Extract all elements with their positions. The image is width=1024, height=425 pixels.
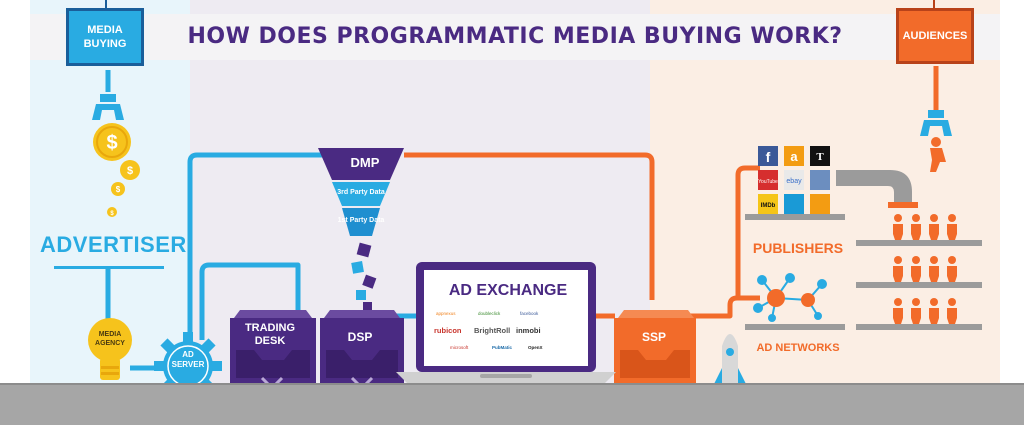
exchange-logo: rubicon — [434, 326, 462, 335]
svg-text:a: a — [790, 149, 798, 164]
publisher-shelf: f a T YouTube ebay IMDb — [745, 146, 845, 220]
svg-text:$: $ — [106, 132, 117, 154]
dsp-tray — [320, 310, 404, 391]
person-icon — [893, 256, 903, 282]
svg-text:f: f — [766, 149, 771, 165]
svg-text:ebay: ebay — [786, 178, 802, 185]
pandora-tile — [784, 194, 804, 214]
person-icon — [947, 214, 957, 240]
exchange-logo: appnexus — [436, 311, 456, 316]
person-icon — [929, 256, 939, 282]
svg-text:IMDb: IMDb — [761, 203, 776, 209]
facebook-tile — [758, 146, 778, 166]
network-shelf — [745, 324, 845, 330]
audiences-tag: AUDIENCES — [896, 8, 974, 64]
advertiser-underline — [54, 266, 164, 269]
ssp-to-publisher-line — [735, 165, 760, 298]
advertiser-label: ADVERTISER — [40, 232, 187, 257]
data-blocks — [351, 242, 377, 311]
first-party-data-label: 1st Party Data — [337, 217, 385, 224]
nbc-tile — [810, 170, 830, 190]
third-party-data-label: 3rd Party Data — [337, 189, 385, 196]
exchange-logo: microsoft — [450, 345, 469, 350]
dsp-label: DSP — [347, 330, 373, 344]
ssp-label: SSP — [641, 330, 666, 344]
dmp-to-ssp-line — [404, 152, 655, 300]
media-buying-tag: MEDIA BUYING — [66, 8, 144, 66]
ad-networks-label: AD NETWORKS — [756, 342, 840, 354]
trading-desk-label: TRADING DESK — [244, 322, 296, 347]
exchange-logo: facebook — [520, 311, 539, 316]
ad-exchange-label: AD EXCHANGE — [448, 282, 568, 299]
claw-icon — [92, 94, 124, 120]
ssp-to-network-line — [690, 295, 760, 319]
youtube-tile — [758, 170, 778, 190]
ssp-tray — [614, 310, 696, 384]
audience-shelf-1 — [856, 240, 982, 246]
svg-text:YouTube: YouTube — [758, 179, 778, 185]
header-band — [30, 14, 1000, 60]
publishers-label: PUBLISHERS — [752, 240, 844, 256]
person-icon — [947, 298, 957, 324]
trading-desk-tray — [230, 310, 316, 391]
amazon-tile — [784, 146, 804, 166]
person-icon — [911, 298, 921, 324]
exchange-logo: BrightRoll — [474, 326, 511, 335]
exchange-logo: OpenX — [528, 345, 543, 350]
adserver-to-dmp-line — [187, 152, 325, 340]
dmp-funnel — [318, 148, 404, 236]
exchange-logo: PubMatic — [492, 345, 513, 350]
nyt-tile — [810, 146, 830, 166]
audience-shelf-2 — [856, 282, 982, 288]
person-icon — [911, 214, 921, 240]
imdb-tile — [758, 194, 778, 214]
person-icon — [911, 256, 921, 282]
floor — [0, 385, 1024, 425]
svg-text:$: $ — [116, 185, 121, 194]
svg-text:T: T — [816, 151, 824, 163]
person-icon — [893, 298, 903, 324]
laptop-icon — [396, 262, 616, 384]
person-icon — [893, 214, 903, 240]
dmp-label: DMP — [350, 155, 380, 170]
conveyor-duct — [836, 170, 918, 208]
lightbulb-icon — [88, 318, 132, 380]
person-icon — [929, 298, 939, 324]
adserver-to-trading-line — [199, 262, 301, 340]
person-icon — [947, 256, 957, 282]
exchange-logo: doubleclick — [478, 311, 501, 316]
svg-text:$: $ — [110, 211, 114, 217]
audience-claw-icon — [920, 110, 952, 172]
ad-server-label: AD SERVER — [171, 350, 205, 369]
svg-text:$: $ — [127, 165, 133, 177]
audience-shelf-3 — [856, 324, 982, 330]
ebay-tile — [784, 170, 804, 190]
coin-icon: $ $ $ $ — [93, 123, 140, 217]
audience-people — [893, 214, 957, 324]
exchange-logo: inmobi — [516, 326, 541, 335]
network-icon — [753, 273, 827, 322]
page-title: HOW DOES PROGRAMMATIC MEDIA BUYING WORK? — [187, 24, 843, 49]
huffington-tile — [810, 194, 830, 214]
media-agency-label: MEDIA AGENCY — [95, 331, 125, 347]
person-icon — [929, 214, 939, 240]
